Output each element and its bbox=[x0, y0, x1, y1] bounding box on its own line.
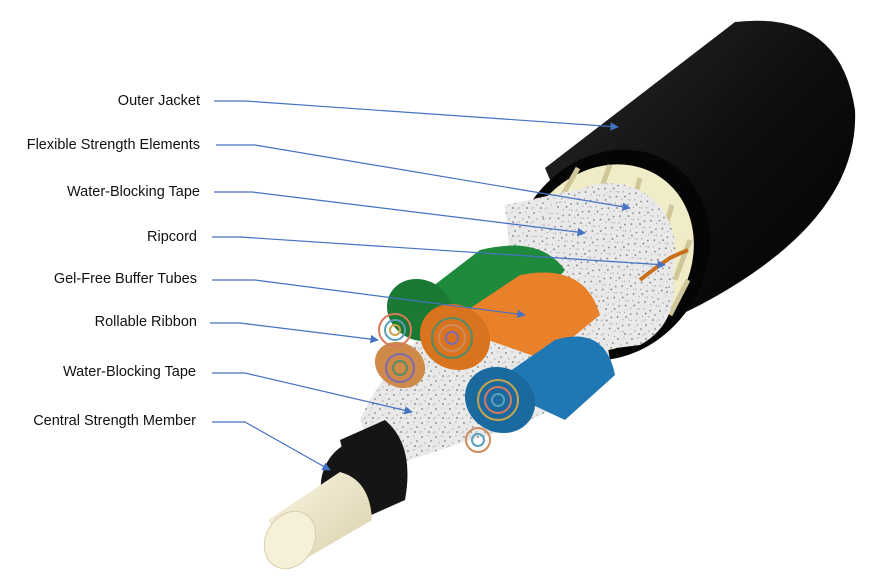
arrow-buffer-tubes bbox=[212, 279, 526, 319]
leader-arrows bbox=[210, 100, 666, 471]
arrow-central-strength bbox=[212, 421, 331, 471]
label-outer-jacket: Outer Jacket bbox=[117, 93, 200, 109]
arrow-outer-jacket bbox=[214, 100, 619, 131]
arrow-rollable-ribbon bbox=[210, 322, 379, 344]
arrow-water-blocking-tape bbox=[214, 191, 586, 237]
rollable-ribbon bbox=[378, 313, 519, 453]
arrow-water-blocking-tape-inner bbox=[212, 372, 413, 415]
label-central-strength-member: Central Strength Member bbox=[33, 413, 196, 429]
ripcord bbox=[638, 248, 689, 282]
arrow-ripcord bbox=[212, 236, 666, 269]
label-water-blocking-tape-outer: Water-Blocking Tape bbox=[67, 184, 200, 200]
label-water-blocking-tape-inner: Water-Blocking Tape bbox=[63, 364, 196, 380]
arrow-flexible-strength bbox=[216, 144, 631, 211]
label-ripcord: Ripcord bbox=[147, 229, 197, 245]
label-gel-free-buffer-tubes: Gel-Free Buffer Tubes bbox=[53, 271, 197, 287]
label-flexible-strength-elements: Flexible Strength Elements bbox=[26, 137, 200, 153]
central-strength-member bbox=[263, 420, 408, 570]
label-rollable-ribbon: Rollable Ribbon bbox=[94, 314, 197, 330]
